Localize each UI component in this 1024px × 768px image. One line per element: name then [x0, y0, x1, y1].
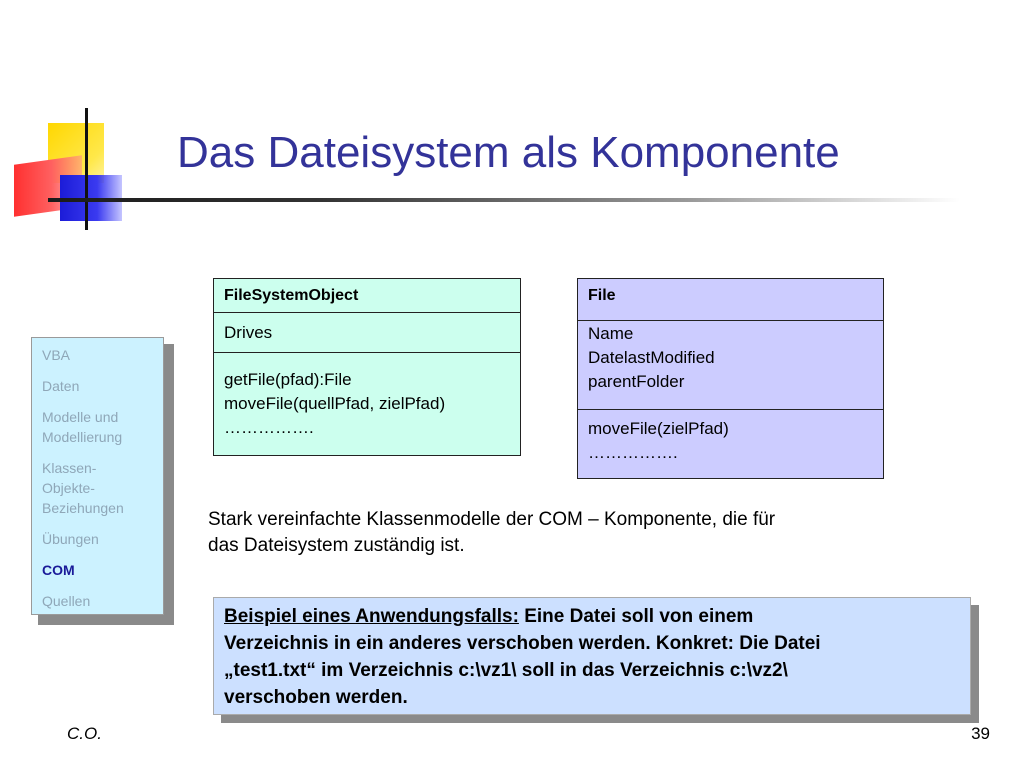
example-callout: Beispiel eines Anwendungsfalls: Eine Dat… — [213, 597, 971, 715]
attribute: Drives — [224, 323, 273, 342]
example-text: verschoben werden. — [224, 687, 408, 708]
section-nav-panel: VBA Daten Modelle und Modellierung Klass… — [31, 337, 164, 615]
nav-item-com[interactable]: COM — [42, 562, 75, 578]
class-filesystemobject: FileSystemObject Drives getFile(pfad):Fi… — [213, 278, 521, 456]
nav-item-modelle[interactable]: Modelle und Modellierung — [42, 409, 123, 445]
method: moveFile(quellPfad, zielPfad) — [224, 394, 446, 413]
class-name: FileSystemObject — [214, 279, 520, 313]
class-attributes: Drives — [214, 313, 520, 353]
method: getFile(pfad):File — [224, 370, 352, 389]
logo-vertical-line — [85, 108, 88, 230]
example-lead: Beispiel eines Anwendungsfalls: — [224, 606, 519, 627]
caption-line: das Dateisystem zuständig ist. — [208, 535, 465, 556]
attribute: DatelastModified — [588, 348, 715, 367]
class-name: File — [578, 279, 883, 321]
caption-line: Stark vereinfachte Klassenmodelle der CO… — [208, 509, 776, 530]
example-text: Eine Datei soll von einem — [518, 606, 754, 627]
attribute: Name — [588, 324, 634, 343]
slide-title: Das Dateisystem als Komponente — [177, 128, 840, 177]
class-file: File Name DatelastModified parentFolder … — [577, 278, 884, 479]
slide-logo — [0, 100, 170, 230]
nav-item-klassen[interactable]: Klassen-Objekte-Beziehungen — [42, 460, 124, 516]
diagram-caption: Stark vereinfachte Klassenmodelle der CO… — [208, 507, 908, 559]
nav-item-vba[interactable]: VBA — [42, 347, 71, 363]
method: moveFile(zielPfad) — [588, 419, 729, 438]
method: ……………. — [224, 418, 314, 437]
attribute: parentFolder — [588, 372, 685, 391]
page-number: 39 — [971, 724, 990, 743]
method: ……………. — [588, 443, 678, 462]
nav-item-uebungen[interactable]: Übungen — [42, 531, 99, 547]
example-text: „test1.txt“ im Verzeichnis c:\vz1\ soll … — [224, 660, 788, 681]
class-attributes: Name DatelastModified parentFolder — [578, 321, 883, 410]
nav-item-quellen[interactable]: Quellen — [42, 593, 91, 609]
class-methods: getFile(pfad):File moveFile(quellPfad, z… — [214, 353, 520, 440]
title-underline — [48, 198, 960, 202]
footer-author: C.O. — [67, 724, 102, 743]
class-methods: moveFile(zielPfad) ……………. — [578, 410, 883, 465]
example-text: Verzeichnis in ein anderes verschoben we… — [224, 633, 821, 654]
nav-item-daten[interactable]: Daten — [42, 378, 80, 394]
